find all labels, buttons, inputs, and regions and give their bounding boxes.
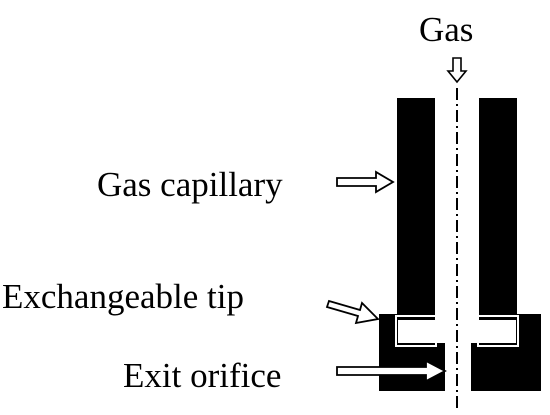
exchangeable-tip-right [471,314,541,391]
gas-capillary-arrow [336,170,395,194]
gas-inlet-arrow [446,57,468,84]
gas-capillary-label: Gas capillary [97,165,283,204]
exit-orifice-arrow [336,359,447,383]
capillary-wall-right [479,98,517,320]
exchangeable-tip-left [379,314,445,391]
capillary-wall-left [397,98,435,320]
exchangeable-tip-arrow [325,299,380,325]
exchangeable-tip-label: Exchangeable tip [2,277,244,316]
tip-inner-outline-left [395,315,437,347]
tip-inner-outline-right [477,315,519,347]
exit-orifice-label: Exit orifice [123,356,281,395]
gas-label: Gas [419,10,473,49]
